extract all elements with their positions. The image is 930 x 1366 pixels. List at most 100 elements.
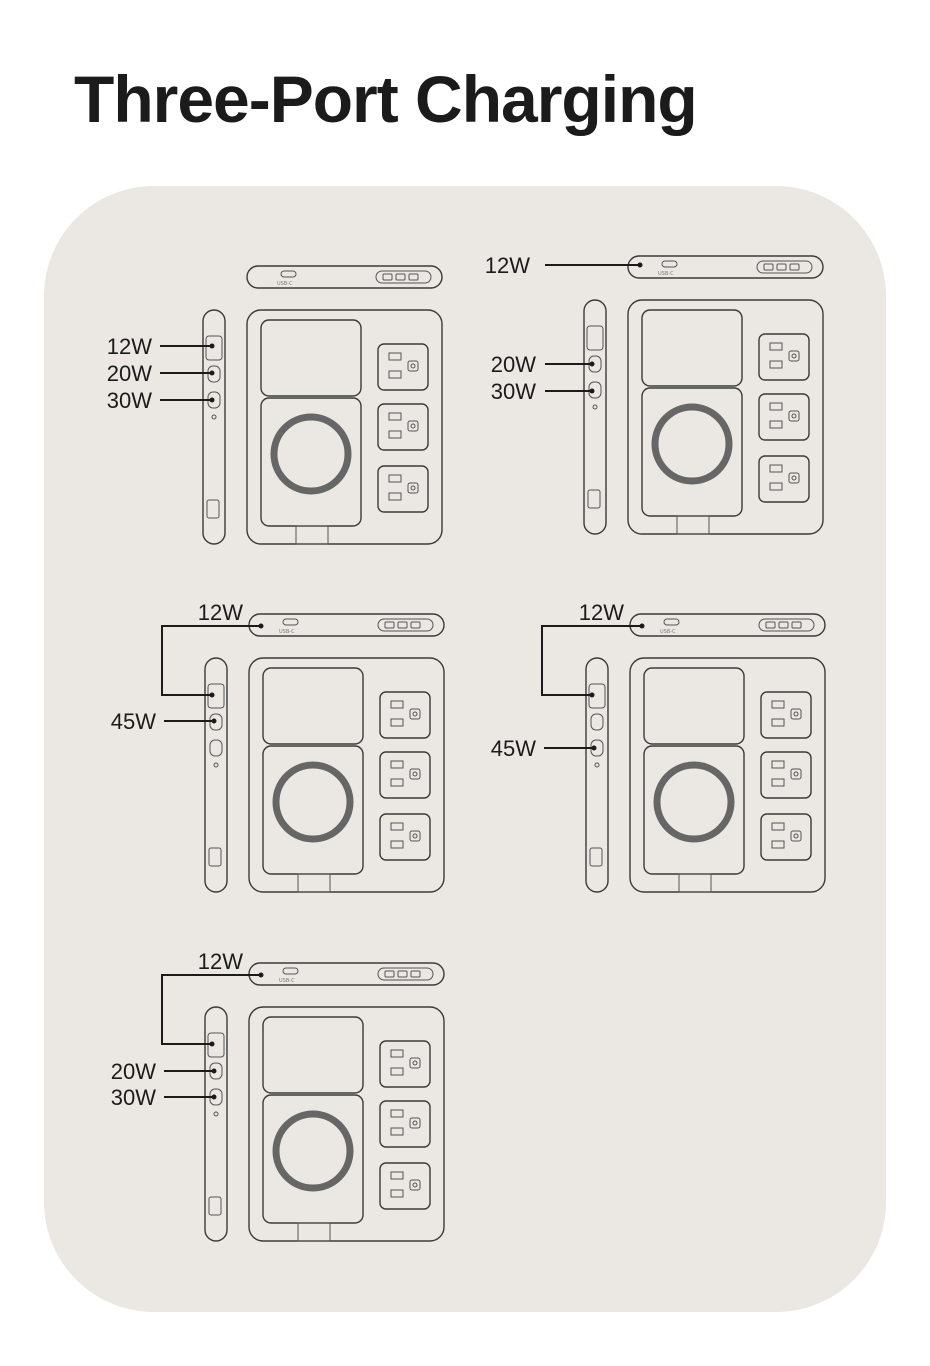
leader-dot <box>209 692 215 698</box>
power-switch <box>587 489 601 509</box>
outlet-frame <box>758 393 810 441</box>
front-body <box>248 1006 445 1242</box>
outlet-frame <box>758 333 810 381</box>
outlet-ground <box>790 708 802 720</box>
outlet-slot <box>390 1067 404 1076</box>
outlet-slot <box>771 822 785 831</box>
socket-pin <box>408 273 419 281</box>
outlet-slot <box>388 370 402 379</box>
outlet-ground-pin <box>412 1182 418 1188</box>
outlet-ground <box>790 830 802 842</box>
outlet-slot <box>390 1049 404 1058</box>
power-switch <box>208 847 222 867</box>
leader-dot <box>209 370 215 376</box>
outlet-frame <box>377 465 429 513</box>
indicator-led <box>213 1111 219 1117</box>
leader-dot <box>209 397 215 403</box>
wattage-label: 20W <box>111 1059 156 1084</box>
wattage-label: 12W <box>579 600 624 625</box>
usb-c-port-top <box>282 967 299 975</box>
outlet-frame <box>758 455 810 503</box>
port-marking: USB-C <box>660 629 676 635</box>
power-switch <box>208 1196 222 1216</box>
ac-outlet <box>760 691 812 739</box>
ac-outlet <box>379 751 431 799</box>
outlet-ground-pin <box>412 833 418 839</box>
outlet-frame <box>379 751 431 799</box>
leader-dot <box>211 1068 217 1074</box>
outlet-ground <box>407 420 419 432</box>
outlet-ground-pin <box>793 771 799 777</box>
leader-dot <box>589 361 595 367</box>
port-marking: USB-C <box>279 978 295 984</box>
outlet-ground <box>409 768 421 780</box>
pad-hinge <box>297 1222 331 1242</box>
connector-wire <box>161 625 261 696</box>
socket-pin <box>410 621 421 629</box>
socket-pin <box>410 970 421 978</box>
outlet-ground-pin <box>412 1060 418 1066</box>
outlet-ground <box>788 350 800 362</box>
connector-wire <box>161 974 261 1045</box>
socket-pin <box>384 621 395 629</box>
socket-pin <box>395 273 406 281</box>
ac-outlet <box>758 455 810 503</box>
leader-dot <box>211 1094 217 1100</box>
outlet-slot <box>390 822 404 831</box>
outlet-slot <box>390 700 404 709</box>
port-marking: USB-C <box>277 281 293 287</box>
charging-ring <box>272 1110 354 1192</box>
port-marking: USB-C <box>279 629 295 635</box>
ac-outlet <box>379 1040 431 1088</box>
outlet-frame <box>379 813 431 861</box>
leader-dot <box>258 623 264 629</box>
outlet-frame <box>377 343 429 391</box>
leader-dot <box>591 745 597 751</box>
outlet-frame <box>379 1162 431 1210</box>
outlet-slot <box>390 840 404 849</box>
wattage-label: 20W <box>491 352 536 377</box>
usb-a-port-side <box>205 335 223 361</box>
leader-dot <box>211 718 217 724</box>
upper-pad <box>260 319 362 397</box>
pad-hinge <box>676 515 710 535</box>
connector-wire <box>541 625 642 696</box>
charger-unit: USB-C <box>585 613 826 893</box>
outlet-ground <box>407 360 419 372</box>
ac-outlet <box>760 751 812 799</box>
socket-pin <box>776 263 787 271</box>
socket-pin <box>791 621 802 629</box>
socket-pin <box>384 970 395 978</box>
side-view-strip <box>204 1006 228 1242</box>
charging-ring <box>270 413 352 495</box>
ac-socket-group <box>375 270 432 284</box>
outlet-slot <box>771 840 785 849</box>
leader-dot <box>258 972 264 978</box>
leader-dot <box>639 623 645 629</box>
outlet-frame <box>379 1100 431 1148</box>
outlet-ground-pin <box>793 711 799 717</box>
wattage-label: 12W <box>198 949 243 974</box>
outlet-ground <box>407 482 419 494</box>
wattage-label: 12W <box>198 600 243 625</box>
front-body <box>248 657 445 893</box>
ac-outlet <box>377 403 429 451</box>
ac-outlet <box>377 343 429 391</box>
outlet-ground-pin <box>410 423 416 429</box>
wattage-label: 30W <box>491 379 536 404</box>
socket-pin <box>397 970 408 978</box>
outlet-ground-pin <box>412 771 418 777</box>
ac-outlet <box>760 813 812 861</box>
wattage-label: 12W <box>107 334 152 359</box>
socket-pin <box>789 263 800 271</box>
usb-c-port-top <box>661 260 678 268</box>
ac-outlet <box>758 393 810 441</box>
socket-pin <box>382 273 393 281</box>
outlet-frame <box>760 813 812 861</box>
wattage-label: 30W <box>111 1085 156 1110</box>
wattage-label: 20W <box>107 361 152 386</box>
indicator-led <box>594 762 600 768</box>
charger-unit: USB-C <box>204 613 445 893</box>
wattage-label: 45W <box>111 709 156 734</box>
